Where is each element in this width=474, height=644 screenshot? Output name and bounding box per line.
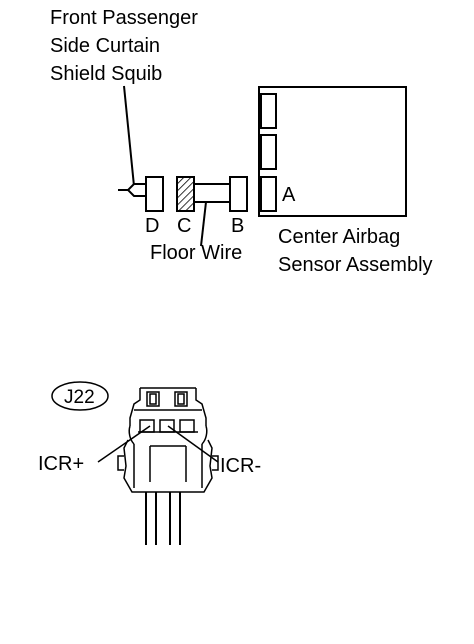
icr-plus-label: ICR+ [38, 453, 84, 475]
j22-connector-housing [117, 387, 219, 493]
floor-wire-label: Floor Wire [150, 242, 242, 264]
squib-body [126, 183, 147, 197]
connector-d [145, 176, 164, 212]
connector-d-label: D [145, 215, 159, 237]
connector-b [229, 176, 248, 212]
squib-leader-line [123, 85, 135, 187]
connector-a [260, 176, 277, 212]
sensor-assembly-box [258, 86, 407, 217]
floor-wire-leader [200, 201, 207, 247]
top-connection-diagram: Front Passenger Side Curtain Shield Squi… [50, 7, 433, 276]
j22-wires [145, 492, 181, 545]
connector-a-label: A [282, 184, 296, 206]
squib-label-line-1: Front Passenger [50, 7, 198, 29]
sensor-socket-1 [260, 93, 277, 129]
sensor-label-line-2: Sensor Assembly [278, 254, 433, 276]
connector-id-label: J22 [64, 387, 95, 408]
connector-id-oval [51, 381, 109, 411]
icr-minus-label: ICR- [220, 455, 261, 477]
squib-label-line-2: Side Curtain [50, 35, 160, 57]
icr-plus-leader [97, 425, 151, 463]
connector-b-label: B [231, 215, 244, 237]
icr-minus-leader [167, 425, 219, 463]
connector-c [176, 176, 195, 212]
bottom-connector-diagram: J22 [38, 381, 261, 545]
sensor-socket-2 [260, 134, 277, 170]
connector-c-label: C [177, 215, 191, 237]
squib-label: Front Passenger Side Curtain Shield Squi… [50, 7, 198, 85]
squib-label-line-3: Shield Squib [50, 63, 162, 85]
sensor-label-line-1: Center Airbag [278, 226, 400, 248]
